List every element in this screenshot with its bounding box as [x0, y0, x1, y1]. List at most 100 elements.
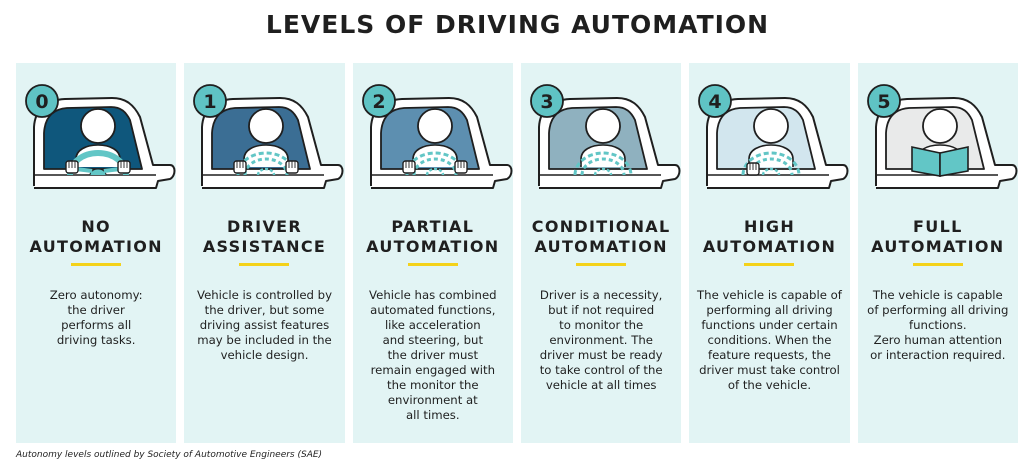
- hand-icon: [453, 160, 468, 174]
- levels-row: 0 NO AUTOMATION Zero autonomy: the drive…: [16, 63, 1018, 443]
- level-description: The vehicle is capable of performing all…: [864, 288, 1012, 363]
- driver-head: [753, 108, 790, 144]
- description-line: vehicle at all times: [545, 378, 657, 392]
- driver-head: [585, 108, 621, 144]
- description-line: Vehicle has combined: [369, 288, 497, 302]
- level-heading-line: FULL: [913, 217, 963, 236]
- level-number: 1: [204, 91, 217, 113]
- level-heading: NO AUTOMATION: [16, 217, 176, 257]
- description-line: driver must take control: [699, 363, 840, 377]
- car-driver-icon: 0: [25, 84, 176, 189]
- description-line: of performing all driving: [867, 303, 1009, 317]
- footnote: Autonomy levels outlined by Society of A…: [16, 450, 323, 460]
- steering-wheel-icon: [741, 151, 801, 176]
- description-line: The vehicle is capable: [872, 288, 1003, 302]
- level-4-panel: 4 HIGH AUTOMATION The vehicle is capable…: [689, 63, 850, 443]
- hand-icon: [401, 160, 416, 174]
- description-line: conditions. When the: [707, 333, 832, 347]
- driver-head: [921, 108, 958, 144]
- description-line: the driver must: [387, 348, 479, 362]
- level-heading-line: AUTOMATION: [702, 237, 837, 256]
- accent-bar: [407, 263, 458, 266]
- level-heading-line: AUTOMATION: [366, 237, 500, 256]
- car-driver-icon: 2: [361, 84, 513, 189]
- description-line: to take control of the: [539, 363, 663, 377]
- driver-head: [248, 108, 285, 144]
- hand-icon: [65, 160, 79, 174]
- description-line: Zero autonomy:: [49, 288, 143, 302]
- level-1-panel: 1 DRIVER ASSISTANCE Vehicle is controlle…: [184, 63, 345, 443]
- description-line: performs all: [61, 318, 132, 332]
- car-driver-icon: 4: [698, 84, 849, 189]
- description-line: driving assist features: [199, 318, 330, 332]
- description-line: remain engaged with: [370, 363, 495, 377]
- description-line: Zero human attention: [873, 333, 1003, 347]
- level-badge: 3: [530, 84, 564, 118]
- level-heading: HIGH AUTOMATION: [689, 217, 849, 257]
- description-line: driver must be ready: [539, 348, 663, 362]
- level-heading-line: PARTIAL: [391, 217, 475, 236]
- level-description: Vehicle is controlled by the driver, but…: [190, 288, 338, 363]
- description-line: driving tasks.: [56, 333, 136, 347]
- steering-wheel-icon: [573, 151, 633, 176]
- level-heading: PARTIAL AUTOMATION: [353, 217, 513, 257]
- description-line: the driver: [67, 303, 125, 317]
- level-number: 5: [877, 91, 890, 113]
- level-heading-line: AUTOMATION: [534, 237, 668, 256]
- car-driver-icon: 5: [866, 84, 1018, 189]
- driver-head: [416, 108, 453, 144]
- level-description: Vehicle has combined automated functions…: [359, 288, 507, 423]
- level-number: 3: [540, 91, 553, 113]
- page-title: LEVELS OF DRIVING AUTOMATION: [265, 10, 770, 39]
- book-right-page: [938, 146, 969, 177]
- hand-icon: [233, 160, 248, 174]
- level-heading-line: AUTOMATION: [29, 237, 163, 256]
- description-line: performing all driving: [706, 303, 833, 317]
- description-line: functions.: [909, 318, 967, 332]
- description-line: all times.: [406, 408, 460, 422]
- description-line: like acceleration: [384, 318, 481, 332]
- hand-icon: [117, 160, 131, 174]
- accent-bar: [71, 263, 122, 266]
- description-line: Vehicle is controlled by: [197, 288, 332, 302]
- description-line: automated functions,: [370, 303, 496, 317]
- level-3-panel: 3 CONDITIONAL AUTOMATION Driver is a nec…: [520, 63, 682, 443]
- level-heading-line: DRIVER: [226, 217, 302, 236]
- car-driver-icon: 1: [193, 84, 344, 189]
- level-2-panel: 2 PARTIAL AUTOMATION Vehicle has combine…: [352, 63, 513, 443]
- level-number: 0: [35, 91, 48, 113]
- description-line: and steering, but: [382, 333, 484, 347]
- level-heading: FULL AUTOMATION: [858, 217, 1018, 257]
- level-heading: CONDITIONAL AUTOMATION: [521, 217, 681, 257]
- level-description: Driver is a necessity, but if not requir…: [527, 288, 675, 393]
- level-description: The vehicle is capable of performing all…: [695, 288, 843, 393]
- description-line: the driver, but some: [204, 303, 325, 317]
- level-heading: DRIVER ASSISTANCE: [184, 217, 344, 257]
- description-line: feature requests, the: [707, 348, 831, 362]
- level-heading-line: NO: [81, 217, 111, 236]
- hand-icon: [746, 162, 761, 176]
- level-badge: 5: [866, 84, 901, 118]
- level-5-panel: 5 FULL AUTOMATION The vehicle is capable…: [857, 63, 1018, 443]
- description-line: functions under certain: [701, 318, 838, 332]
- description-line: The vehicle is capable of: [697, 288, 842, 302]
- car-driver-icon: 3: [530, 84, 681, 189]
- description-line: environment at: [387, 393, 478, 407]
- level-badge: 4: [698, 84, 733, 118]
- level-badge: 2: [361, 84, 396, 118]
- driver-head: [80, 108, 116, 144]
- level-description: Zero autonomy: the driver performs all d…: [22, 288, 170, 348]
- description-line: to monitor the: [559, 318, 644, 332]
- level-number: 2: [372, 91, 385, 113]
- level-number: 4: [709, 91, 722, 113]
- description-line: may be included in the: [197, 333, 332, 347]
- level-0-panel: 0 NO AUTOMATION Zero autonomy: the drive…: [16, 63, 177, 443]
- level-heading-line: AUTOMATION: [871, 237, 1005, 256]
- level-badge: 1: [193, 84, 228, 118]
- description-line: but if not required: [548, 303, 655, 317]
- accent-bar: [576, 263, 627, 266]
- accent-bar: [912, 263, 963, 266]
- book-left-page: [910, 146, 941, 177]
- level-badge: 0: [25, 84, 59, 118]
- accent-bar: [744, 263, 795, 266]
